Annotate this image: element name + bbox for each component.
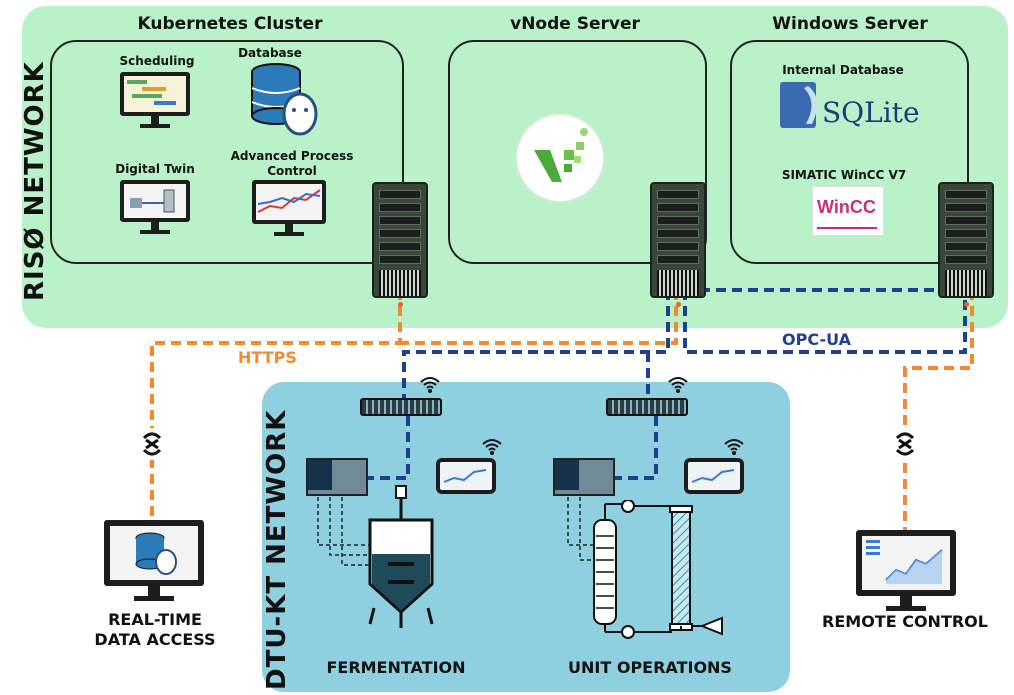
windows-server-title: Windows Server — [772, 14, 928, 34]
link-node-icon — [136, 428, 168, 460]
network-switch-right-icon — [606, 398, 688, 416]
internal-db-label: Internal Database — [782, 63, 904, 77]
kubernetes-cluster-box — [50, 40, 404, 264]
data-access-label: REAL-TIME DATA ACCESS — [70, 610, 240, 650]
sqlite-feather-icon — [780, 82, 818, 128]
unit-ops-tablet-icon — [684, 458, 744, 494]
link-node-icon — [889, 428, 921, 460]
opcua-label: OPC-UA — [782, 330, 851, 349]
https-label: HTTPS — [238, 348, 297, 367]
opcua-line-ferm — [360, 416, 410, 480]
database-monitor-icon — [135, 532, 177, 575]
data-access-label-line1: REAL-TIME — [108, 610, 202, 629]
scheduling-label: Scheduling — [119, 54, 195, 68]
wincc-logo-text: WinCC — [817, 197, 876, 217]
tablet-trend-icon — [443, 469, 487, 483]
unit-ops-plc-icon — [553, 458, 615, 496]
vnode-server-title: vNode Server — [510, 14, 640, 34]
wincc-label: SIMATIC WinCC V7 — [781, 168, 907, 182]
wifi-icon — [420, 377, 440, 393]
digital-twin-monitor-icon — [120, 180, 190, 234]
opcua-line-dtu — [402, 290, 670, 398]
wifi-icon — [724, 439, 744, 455]
https-line-vnode — [400, 290, 678, 345]
apc-label: Advanced Process Control — [222, 149, 362, 179]
network-switch-left-icon — [360, 398, 442, 416]
remote-control-label: REMOTE CONTROL — [822, 612, 988, 631]
opcua-line-unit — [610, 416, 658, 480]
vnode-server-icon — [650, 182, 706, 307]
distillation-column-icon — [593, 500, 723, 639]
apc-label-line1: Advanced Process — [230, 149, 354, 163]
apc-label-line2: Control — [267, 164, 317, 178]
data-access-label-line2: DATA ACCESS — [94, 630, 216, 649]
fermentation-label: FERMENTATION — [326, 658, 466, 677]
process-schematic-icon — [130, 189, 175, 213]
dashboard-chart-icon — [866, 540, 943, 584]
unit-signal-lines — [567, 490, 600, 561]
unit-operations-label: UNIT OPERATIONS — [568, 658, 732, 677]
opcua-line-main — [683, 290, 967, 354]
data-access-monitor-icon — [104, 520, 204, 601]
fermentation-plc-icon — [306, 458, 368, 496]
database-icon — [251, 63, 318, 136]
database-label: Database — [238, 46, 302, 60]
wifi-icon — [668, 377, 688, 393]
tablet-trend-icon — [691, 469, 735, 483]
dtu-network-area — [262, 382, 790, 692]
https-line-right — [903, 290, 974, 530]
apc-monitor-icon — [252, 180, 326, 236]
digital-twin-label: Digital Twin — [115, 162, 195, 176]
sqlite-text: SQLite — [822, 96, 920, 129]
vnode-logo-icon — [515, 113, 605, 203]
kubernetes-server-icon — [372, 182, 428, 307]
fermentation-reactor-icon — [368, 485, 434, 628]
wifi-icon — [482, 439, 502, 455]
gantt-chart-icon — [127, 80, 176, 105]
ferm-signal-lines — [317, 490, 375, 566]
fermentation-tablet-icon — [436, 458, 496, 494]
wincc-logo: WinCC — [812, 186, 884, 236]
windows-server-icon — [938, 182, 994, 307]
scheduling-monitor-icon — [120, 72, 190, 128]
sqlite-logo: SQLite — [778, 80, 920, 132]
kubernetes-cluster-title: Kubernetes Cluster — [137, 14, 323, 34]
trend-chart-icon — [257, 189, 321, 213]
remote-control-monitor-icon — [856, 530, 956, 611]
